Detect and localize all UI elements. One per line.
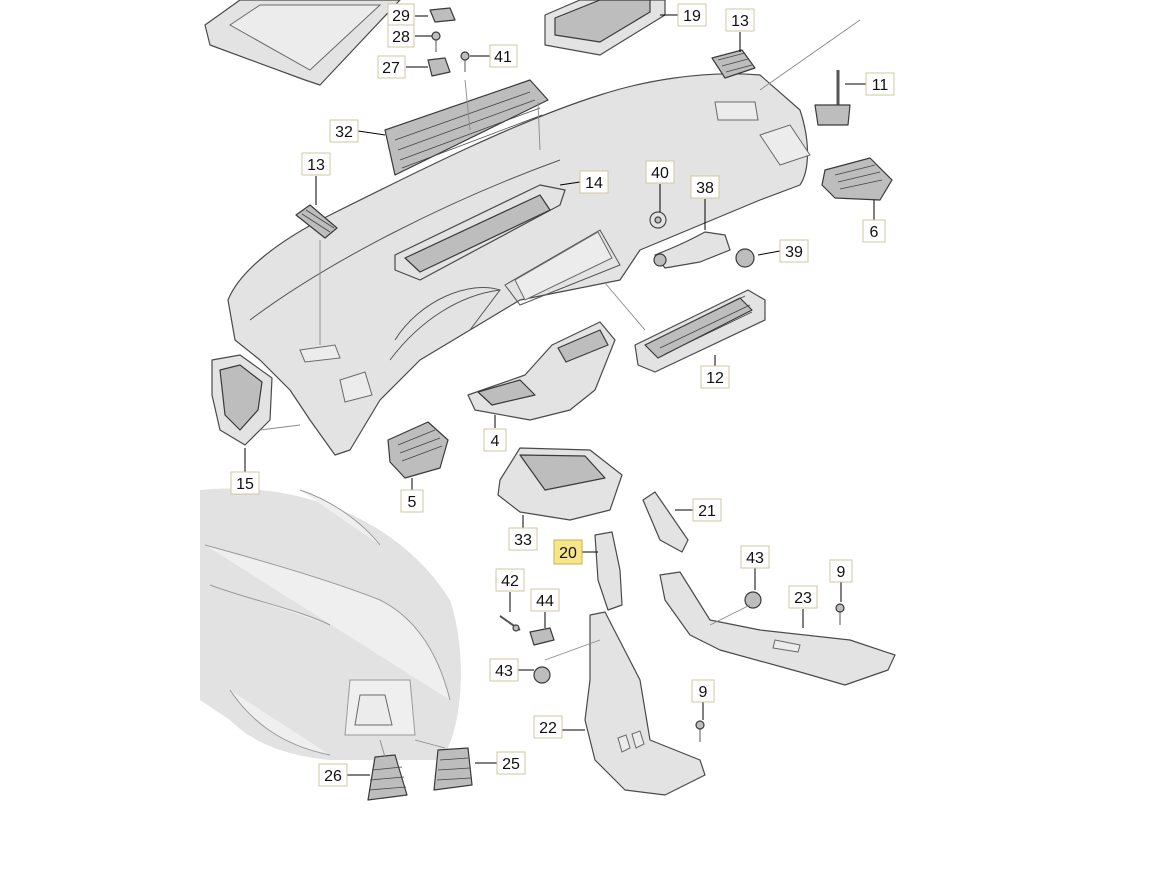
callout-25-text: 25 [502,756,520,773]
callout-15-text: 15 [236,476,254,493]
callout-9-right: 9 [829,559,853,583]
callout-9-lower-text: 9 [699,684,708,701]
bracket-top-left [204,0,401,86]
callout-38-text: 38 [696,180,714,197]
callout-9-right-text: 9 [837,564,846,581]
part-20-duct-adapter [594,531,623,611]
hardware-42-44-43-9 [499,591,845,742]
callout-13-left-text: 13 [307,157,325,174]
callout-23: 23 [788,585,818,609]
part-13-speaker-grille-right [711,49,756,79]
part-12-center-vent [634,289,766,373]
callout-12: 12 [700,365,730,389]
part-6-side-vent-right [821,157,893,201]
callout-43-left-text: 43 [495,663,513,680]
part-25-rear-vent [433,747,473,791]
callout-39: 39 [779,239,809,263]
part-23-floor-duct-right [659,571,896,686]
callout-22-text: 22 [539,720,557,737]
callout-11-text: 11 [872,77,889,94]
callout-27: 27 [377,55,406,79]
part-15-side-duct-left [211,354,273,446]
callout-19: 19 [677,3,707,27]
vehicle-interior-ghost [200,488,461,760]
callout-32-text: 32 [335,124,353,141]
callout-41-text: 41 [494,49,512,66]
part-40-clip [649,211,667,229]
part-39-knob [735,248,755,268]
callout-4: 4 [483,428,507,452]
leader-lines [244,14,875,776]
callout-44-text: 44 [536,593,554,610]
callout-42-text: 42 [501,573,519,590]
callout-labels: 29 28 27 41 19 13 11 32 [230,3,895,787]
part-11-sensor [814,70,851,126]
callout-42: 42 [495,568,525,592]
part-4-center-duct [467,321,616,421]
callout-43-right-text: 43 [746,550,764,567]
callout-4-text: 4 [491,433,500,450]
callout-6: 6 [862,219,886,243]
callout-29-text: 29 [392,8,410,25]
part-21-duct-piece [642,491,689,553]
callout-28-text: 28 [392,29,410,46]
callout-22: 22 [533,715,563,739]
callout-14: 14 [579,170,609,194]
callout-14-text: 14 [585,175,603,192]
part-32-defroster-grille [384,79,549,176]
part-5-vent [387,421,449,479]
callout-5: 5 [400,489,424,513]
callout-32: 32 [329,119,359,143]
callout-23-text: 23 [794,590,812,607]
callout-26-text: 26 [324,768,342,785]
callout-13-upper-text: 13 [731,13,749,30]
callout-43-left: 43 [489,658,519,682]
callout-11: 11 [865,72,895,96]
callout-13-left: 13 [301,152,331,176]
callout-27-text: 27 [382,60,400,77]
callout-21: 21 [692,498,722,522]
part-22-floor-duct-left [584,611,706,796]
callout-33-text: 33 [514,532,532,549]
callout-20-highlighted: 20 [553,539,583,565]
part-26-rear-vent [367,754,408,801]
callout-44: 44 [530,588,560,612]
callout-40-text: 40 [651,165,669,182]
callout-33: 33 [508,527,538,551]
part-38-air-hose [653,231,731,269]
callout-40: 40 [645,160,675,184]
callout-43-right: 43 [740,545,770,569]
callout-5-text: 5 [408,494,417,511]
callout-6-text: 6 [870,224,879,241]
callout-15: 15 [230,471,260,495]
callout-28: 28 [387,24,415,48]
callout-25: 25 [496,751,526,775]
callout-13-upper: 13 [725,8,755,32]
callout-21-text: 21 [698,503,716,520]
callout-38: 38 [690,175,720,199]
part-33-control-unit [497,447,623,521]
callout-20-text: 20 [559,545,577,562]
callout-19-text: 19 [683,8,701,25]
callout-39-text: 39 [785,244,803,261]
reference-lines [259,19,861,758]
callout-9-lower: 9 [691,679,715,703]
callout-41: 41 [489,44,518,68]
part-19-storage-tray [544,0,666,56]
callout-29: 29 [387,3,415,27]
hardware-29-28-27-41 [427,7,470,77]
callout-12-text: 12 [706,370,724,387]
part-13-speaker-grille-left [295,204,338,239]
callout-26: 26 [318,763,348,787]
part-14-center-vent-housing [394,184,566,281]
